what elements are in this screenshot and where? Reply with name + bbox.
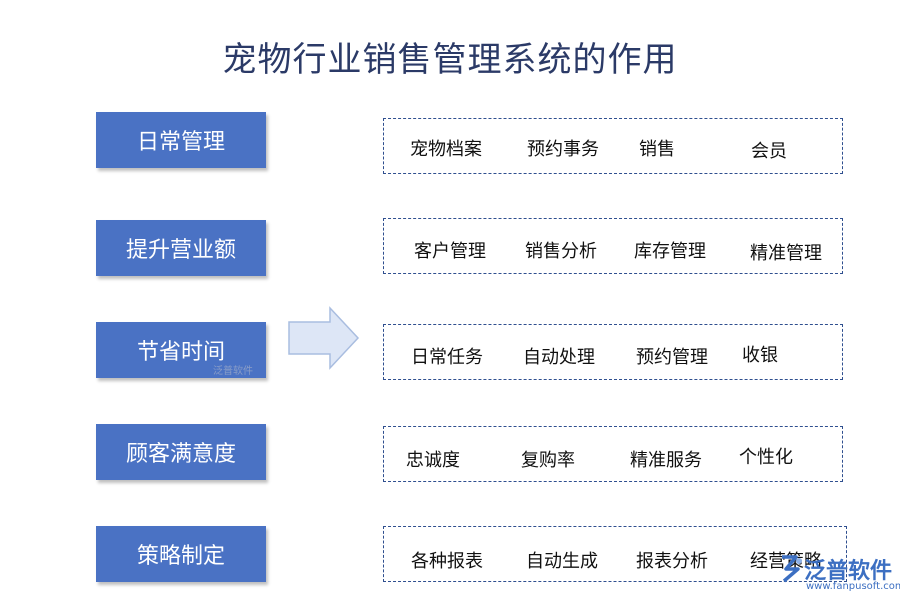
brand-name: 泛普软件 [804,559,893,584]
feature-item: 自动生成 [526,551,598,572]
category-customer-satisfaction: 顾客满意度 [96,424,266,480]
feature-item: 忠诚度 [406,450,460,471]
feature-item: 复购率 [521,450,575,471]
category-increase-revenue: 提升营业额 [96,220,266,276]
feature-item: 收银 [742,345,778,366]
feature-item: 经营策略 [750,551,822,572]
feature-item: 销售 [639,139,675,160]
feature-item: 宠物档案 [410,139,482,160]
feature-panel-customer-satisfaction: 忠诚度 复购率 精准服务 个性化 [383,426,843,482]
right-arrow-icon [288,306,360,370]
brand-logo-icon [782,555,802,583]
feature-item: 销售分析 [525,241,597,262]
watermark-small: 泛普软件 [213,366,253,377]
category-daily-management: 日常管理 [96,112,266,168]
feature-item: 预约事务 [527,139,599,160]
feature-item: 精准管理 [750,243,822,264]
feature-item: 日常任务 [411,347,483,368]
page-title: 宠物行业销售管理系统的作用 [222,40,678,80]
feature-item: 会员 [751,141,787,162]
category-strategy: 策略制定 [96,526,266,582]
feature-item: 报表分析 [636,551,708,572]
feature-panel-daily-management: 宠物档案 预约事务 销售 会员 [383,118,843,174]
feature-item: 精准服务 [630,450,702,471]
feature-item: 自动处理 [523,347,595,368]
brand-url: www.fanpusoft.com [806,581,900,592]
feature-item: 各种报表 [411,551,483,572]
feature-item: 库存管理 [634,241,706,262]
category-save-time: 节省时间 [96,322,266,378]
feature-panel-increase-revenue: 客户管理 销售分析 库存管理 精准管理 [383,218,843,274]
feature-item: 预约管理 [636,347,708,368]
feature-panel-save-time: 日常任务 自动处理 预约管理 收银 [383,324,843,380]
feature-panel-strategy: 各种报表 自动生成 报表分析 经营策略 [383,526,847,582]
feature-item: 个性化 [739,447,793,468]
feature-item: 客户管理 [414,241,486,262]
brand-logo: 泛普软件 www.fanpusoft.com [778,551,900,596]
